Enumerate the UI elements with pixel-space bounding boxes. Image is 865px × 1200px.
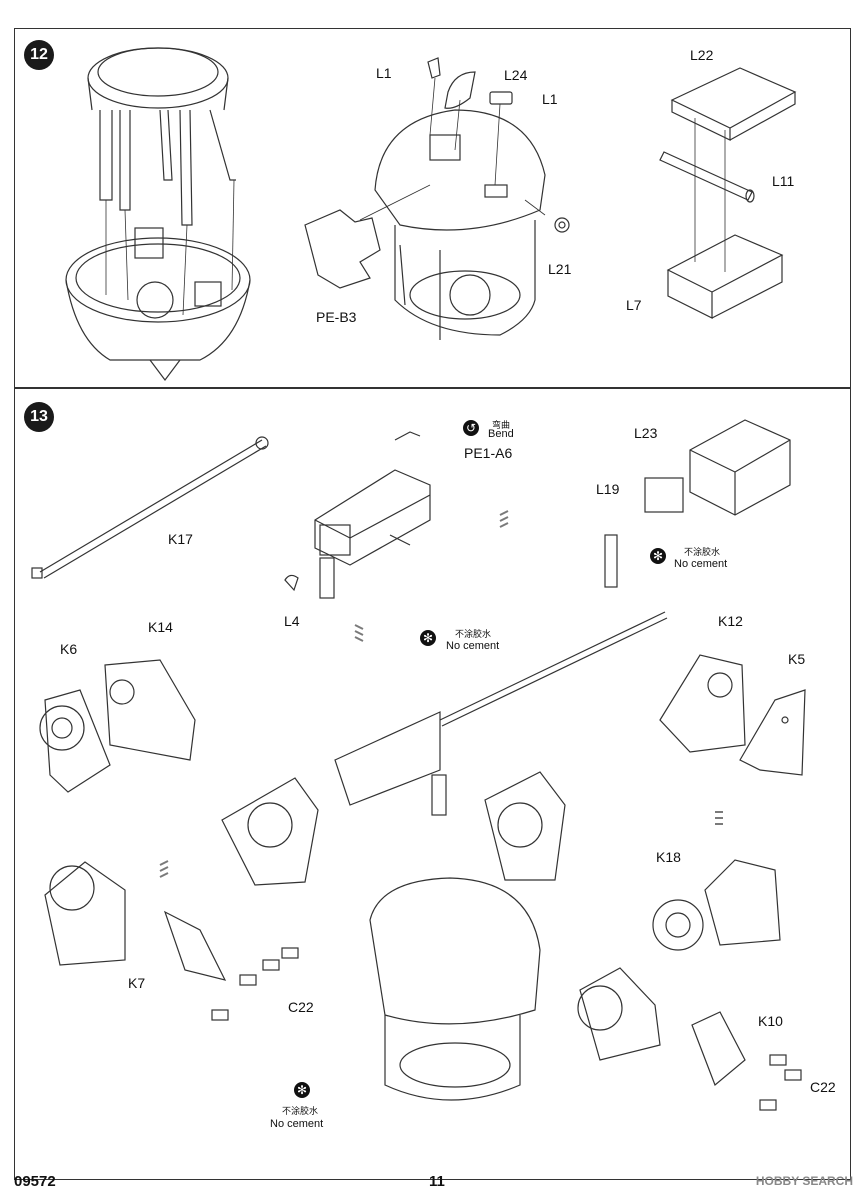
turret-center: [334, 611, 668, 1101]
label-l4: L4: [284, 613, 300, 629]
turret-mid-drawing: [374, 109, 546, 340]
label-k18: K18: [656, 849, 681, 865]
label-l22: L22: [690, 47, 714, 63]
no-cement-en-3: No cement: [270, 1118, 324, 1130]
label-l1-right: L1: [542, 91, 558, 107]
l1-l24-parts: [427, 57, 570, 233]
label-k10: K10: [758, 1013, 783, 1029]
pe-b3-part: [304, 209, 381, 289]
k12-part: [659, 654, 746, 753]
no-cement-cn-3: 不涂胶水: [282, 1106, 319, 1116]
c22-cylinders-right: [759, 1054, 802, 1111]
k10-part: [577, 967, 746, 1086]
no-cement-en-1: No cement: [674, 558, 728, 570]
l11-axle: [659, 151, 755, 203]
l4-part: [284, 574, 299, 592]
step-12-panel: [14, 28, 851, 388]
label-k6: K6: [60, 641, 78, 657]
label-l7: L7: [626, 297, 642, 313]
label-l11: L11: [772, 173, 795, 189]
label-k14: K14: [148, 619, 173, 635]
right-shield: [484, 771, 566, 881]
step-13-badge: 13: [24, 402, 54, 432]
label-pe1-a6: PE1-A6: [464, 445, 513, 461]
label-l23: L23: [634, 425, 658, 441]
no-cement-icon: ✻: [294, 1082, 310, 1098]
turret-bowl-drawing: [65, 227, 251, 381]
c22-cylinders: [211, 947, 299, 1021]
watermark: HOBBY SEARCH: [755, 1174, 853, 1188]
no-cement-cn-1: 不涂胶水: [684, 547, 721, 557]
bend-icon: ↺: [463, 420, 479, 436]
no-cement-icon: ✻: [650, 548, 666, 564]
label-l24: L24: [504, 67, 528, 83]
product-code: 09572: [14, 1173, 56, 1190]
bend-en-label: Bend: [488, 428, 514, 440]
label-c22-right: C22: [810, 1079, 836, 1095]
label-l1-top: L1: [376, 65, 392, 81]
label-k7: K7: [128, 975, 146, 991]
step-12-badge: 12: [24, 40, 54, 70]
page-number: 11: [429, 1173, 445, 1190]
label-l19: L19: [596, 481, 620, 497]
label-k5: K5: [788, 651, 806, 667]
label-k12: K12: [718, 613, 743, 629]
k6-part: [39, 689, 111, 793]
no-cement-en-2: No cement: [446, 640, 500, 652]
k7-part: [44, 861, 227, 981]
k14-part: [104, 659, 196, 761]
gun-mount-top: [314, 469, 431, 599]
l7-box: [666, 234, 784, 319]
step-13-panel: [14, 388, 851, 1180]
k18-part: [652, 859, 781, 951]
l22-plate: [670, 67, 797, 141]
left-shield: [221, 777, 319, 886]
no-cement-icon: ✻: [420, 630, 436, 646]
label-l21: L21: [548, 261, 572, 277]
label-k17: K17: [168, 531, 193, 547]
pe1-a6-part: [394, 431, 421, 441]
no-cement-cn-2: 不涂胶水: [455, 629, 492, 639]
turret-ring-drawing: [87, 47, 236, 226]
label-c22-left: C22: [288, 999, 314, 1015]
l23-assembly: [604, 419, 791, 588]
barrel-k17: [31, 436, 269, 579]
bend-cn-label: 弯曲: [492, 420, 511, 430]
k5-part: [739, 689, 806, 776]
label-pe-b3: PE-B3: [316, 309, 357, 325]
